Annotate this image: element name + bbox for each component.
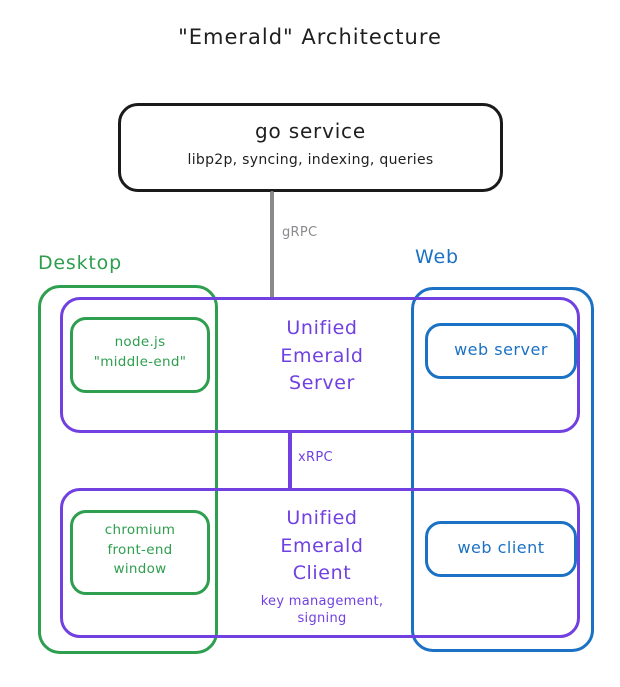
chromium-box xyxy=(70,510,210,595)
web-client-label: web client xyxy=(457,538,545,557)
unified-emerald-client-subtitle: key management, signing xyxy=(260,594,384,626)
grpc-edge-label: gRPC xyxy=(282,225,318,240)
unified-emerald-client-frame xyxy=(60,488,580,638)
chromium-label: chromium front-end window xyxy=(104,522,176,578)
nodejs-label: node.js "middle-end" xyxy=(93,334,187,370)
desktop-group-frame xyxy=(38,285,218,654)
web-server-label: web server xyxy=(454,340,548,359)
grpc-connector-line xyxy=(270,191,274,299)
nodejs-box xyxy=(70,317,210,393)
go-service-box xyxy=(118,103,503,192)
unified-emerald-server-frame xyxy=(60,297,580,433)
go-service-title: go service xyxy=(255,119,366,143)
unified-emerald-client-label: Unified Emerald Client xyxy=(280,507,364,585)
web-client-box xyxy=(425,521,577,577)
web-group-label: Web xyxy=(415,246,459,268)
go-service-subtitle: libp2p, syncing, indexing, queries xyxy=(187,152,434,168)
xrpc-edge-label: xRPC xyxy=(298,450,333,465)
desktop-group-label: Desktop xyxy=(38,252,122,274)
unified-emerald-server-label: Unified Emerald Server xyxy=(280,317,364,395)
web-group-frame xyxy=(411,287,594,652)
xrpc-connector-line xyxy=(288,430,292,490)
page-title: "Emerald" Architecture xyxy=(178,25,442,49)
web-server-box xyxy=(425,323,577,379)
